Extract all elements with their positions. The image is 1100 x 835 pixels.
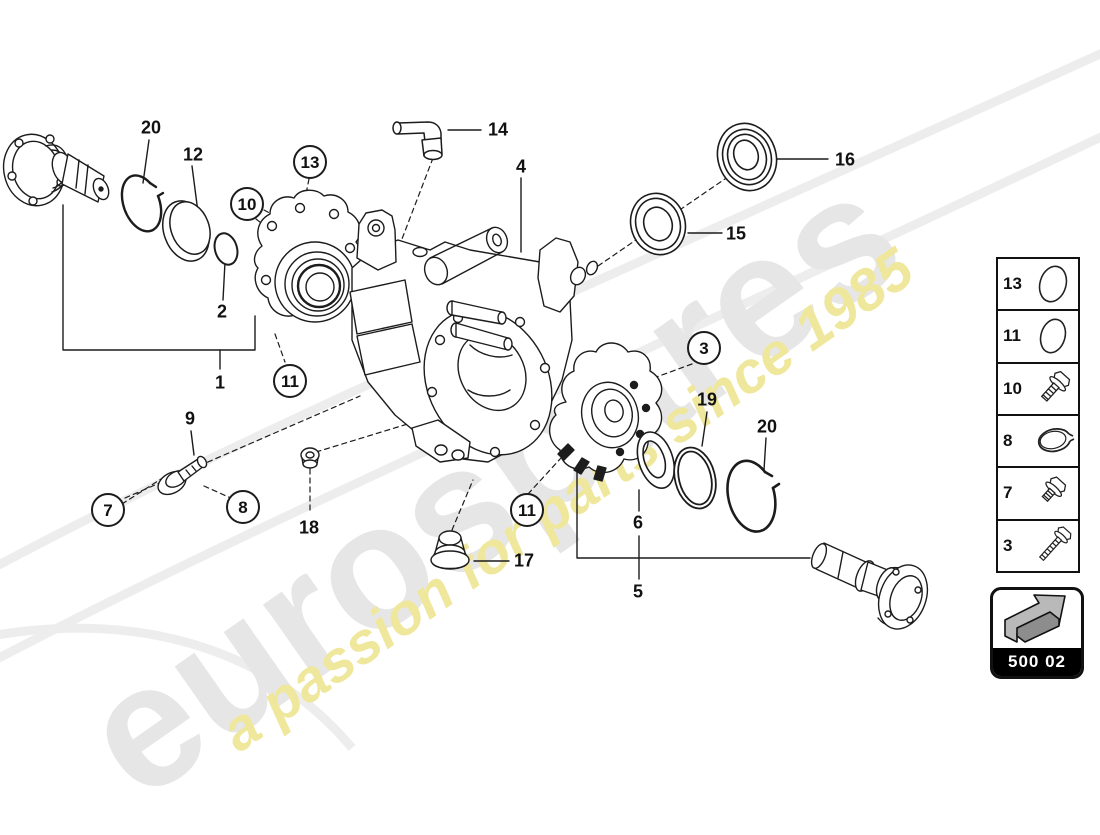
direction-arrow-icon — [993, 590, 1081, 648]
callout-circle-11b: 11 — [510, 493, 544, 527]
callout-label-1: 1 — [214, 372, 226, 393]
legend-number: 11 — [1003, 326, 1021, 346]
exploded-diagram — [2, 121, 929, 630]
callout-label-19: 19 — [696, 389, 718, 410]
callout-circle-13: 13 — [293, 145, 327, 179]
parts-diagram-page: { "watermark": { "brand": "eurospares", … — [0, 49, 1100, 835]
callout-circle-10: 10 — [230, 187, 264, 221]
callout-label-12: 12 — [182, 144, 204, 165]
callout-label-6: 6 — [632, 512, 644, 533]
flange-bolt-icon — [1027, 366, 1078, 412]
snap-ring-20-right-illustration — [726, 459, 781, 533]
callout-label-16: 16 — [834, 149, 856, 170]
legend-number: 10 — [1003, 378, 1022, 398]
leader-lines — [62, 129, 829, 580]
legend-panel: 13 11 10 8 — [996, 257, 1080, 573]
drain-plug-17-illustration — [430, 530, 470, 570]
snap-ring-icon — [1027, 418, 1078, 464]
legend-number: 13 — [1003, 274, 1022, 294]
callout-label-14: 14 — [487, 119, 509, 140]
callout-circle-7: 7 — [91, 493, 125, 527]
legend-row-7: 7 — [998, 466, 1078, 518]
drive-flange-left-illustration — [2, 133, 110, 207]
breather-pipe-illustration — [392, 121, 443, 161]
callout-label-9: 9 — [184, 408, 196, 429]
callout-label-15: 15 — [725, 223, 747, 244]
ring-12-illustration — [162, 200, 211, 262]
snap-ring-20-left-illustration — [120, 174, 165, 233]
legend-number: 3 — [1003, 535, 1013, 555]
callout-label-18: 18 — [298, 517, 320, 538]
o-ring-icon — [1027, 261, 1078, 307]
o-ring-19-illustration — [673, 446, 717, 510]
callout-label-2: 2 — [216, 301, 228, 322]
flange-bolt-short-icon — [1027, 470, 1078, 516]
bolt-9-illustration — [157, 455, 208, 496]
legend-row-3: 3 — [998, 518, 1078, 571]
page-ref-code: 500 02 — [993, 648, 1081, 676]
callout-circle-3: 3 — [687, 331, 721, 365]
callout-label-20: 20 — [140, 117, 162, 138]
page-ref-box: 500 02 — [990, 587, 1084, 679]
output-flange-illustration — [549, 342, 663, 482]
callout-label-5: 5 — [632, 581, 644, 602]
legend-row-11: 11 — [998, 309, 1078, 361]
callout-circle-11: 11 — [273, 364, 307, 398]
callout-label-20b: 20 — [756, 416, 778, 437]
shaft-seal-15-illustration — [629, 192, 687, 256]
o-ring-2-illustration — [213, 232, 239, 266]
bearing-hub-illustration — [253, 189, 362, 323]
legend-row-13: 13 — [998, 259, 1078, 309]
legend-number: 8 — [1003, 431, 1013, 451]
cap-18-illustration — [300, 447, 320, 469]
thrust-washer-6-illustration — [636, 431, 676, 489]
callout-label-4: 4 — [515, 156, 527, 177]
output-shaft-illustration — [810, 542, 929, 630]
legend-number: 7 — [1003, 483, 1013, 503]
differential-housing-illustration — [349, 209, 599, 463]
shaft-seal-16-illustration — [716, 122, 778, 192]
callout-circle-8: 8 — [226, 490, 260, 524]
legend-row-10: 10 — [998, 361, 1078, 414]
callout-label-17: 17 — [513, 550, 535, 571]
legend-row-8: 8 — [998, 413, 1078, 466]
flange-bolt-long-icon — [1027, 523, 1078, 569]
o-ring-icon — [1027, 313, 1078, 359]
